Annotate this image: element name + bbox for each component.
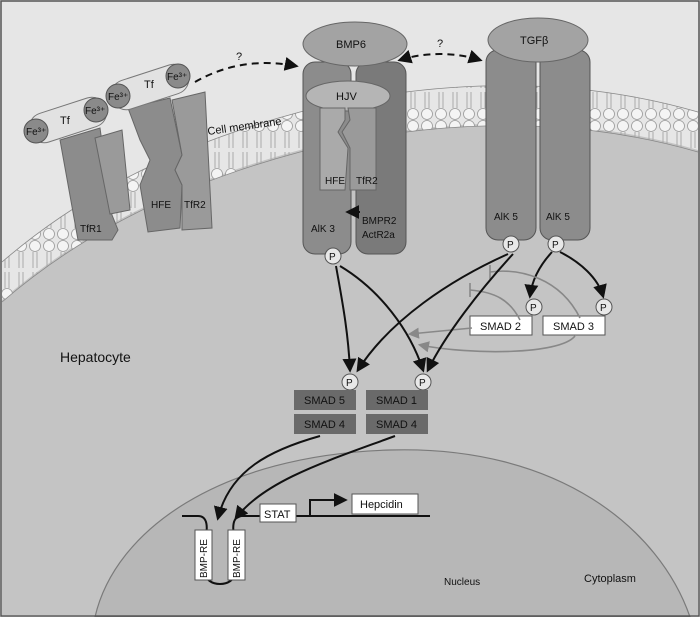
smad3-to-complex-arrow [417, 335, 576, 353]
alk3-label: AlK 3 [311, 224, 335, 235]
phospho-smad3: P [595, 298, 613, 316]
phospho-smad5: P [341, 373, 359, 391]
svg-text:P: P [419, 378, 426, 389]
nucleus-label: Nucleus [444, 577, 480, 588]
cytoplasm-label: Cytoplasm [584, 573, 636, 585]
fe-label: Fe³⁺ [26, 127, 46, 138]
smad1-box: SMAD 1 [366, 390, 428, 410]
phospho-alk5-right: P [547, 235, 565, 253]
svg-text:SMAD 4: SMAD 4 [304, 419, 345, 431]
alk3-to-smad5-arrow [335, 265, 357, 373]
dna-strand [182, 515, 430, 585]
hfe-tfr2-left [127, 91, 213, 233]
smad2-box: SMAD 2 [469, 315, 533, 336]
tf-label: Tf [144, 79, 155, 91]
smad4-right-box: SMAD 4 [366, 414, 428, 434]
crosstalk-arrow [397, 49, 483, 64]
alk5-to-smad1-arrow [426, 253, 514, 373]
phospho-smad2: P [525, 298, 543, 316]
bmpr2-label: BMPR2 [362, 216, 397, 227]
hfe-label: HFE [151, 200, 171, 211]
hepatocyte-label: Hepatocyte [60, 349, 131, 365]
fe-label: Fe³⁺ [85, 106, 105, 117]
smad-to-bmpre-left-arrow [213, 435, 321, 521]
tgfb-ligand [487, 17, 589, 63]
svg-text:SMAD 4: SMAD 4 [376, 419, 417, 431]
smad-to-bmpre-right-arrow [234, 435, 396, 521]
svg-text:P: P [552, 240, 559, 251]
tgfb-label: TGFβ [520, 35, 548, 47]
hjv-label: HJV [336, 91, 357, 103]
svg-text:SMAD 1: SMAD 1 [376, 395, 417, 407]
tf-label: Tf [60, 115, 71, 127]
hepcidin-gene-box: Hepcidin [351, 493, 419, 515]
question-mark: ? [236, 51, 242, 63]
smad2-to-complex-arrow [407, 327, 473, 339]
tfr1-label: TfR1 [80, 224, 102, 235]
svg-text:BMP-RE: BMP-RE [199, 539, 210, 578]
svg-text:BMP-RE: BMP-RE [232, 539, 243, 578]
bmp6-ligand [302, 21, 408, 67]
smad2-activation-arrow [524, 251, 553, 299]
question-mark: ? [437, 38, 443, 50]
alk5-label: AlK 5 [546, 212, 570, 223]
alk5-to-smad5-arrow [356, 253, 509, 373]
svg-text:P: P [329, 252, 336, 263]
bmp-re-left: BMP-RE [194, 529, 213, 581]
tfr2-label: TfR2 [356, 176, 378, 187]
alk3-to-smad1-arrow [339, 265, 427, 373]
svg-text:P: P [507, 240, 514, 251]
smad3-box: SMAD 3 [542, 315, 606, 336]
tfr2-label: TfR2 [184, 200, 206, 211]
fe-label: Fe³⁺ [167, 72, 187, 83]
iron-ion [165, 63, 191, 89]
stat-box: STAT [259, 503, 297, 523]
svg-text:Hepcidin: Hepcidin [360, 499, 403, 511]
actr2a-label: ActR2a [362, 230, 395, 241]
iron-ion [105, 83, 131, 109]
bmp6-signal-arrow [194, 57, 299, 83]
transferrin-left [23, 96, 109, 144]
transcription-start-arrow [309, 493, 348, 516]
phospho-alk3: P [324, 247, 342, 265]
smad3-activation-arrow [559, 251, 607, 299]
transferrin-right [105, 63, 191, 111]
alk5-label: AlK 5 [494, 212, 518, 223]
svg-text:P: P [530, 303, 537, 314]
smad5-box: SMAD 5 [294, 390, 356, 410]
iron-ion [23, 118, 49, 144]
svg-text:SMAD 2: SMAD 2 [480, 321, 521, 333]
inhibition-line [489, 270, 581, 319]
inhibition-line [469, 289, 521, 321]
svg-text:SMAD 5: SMAD 5 [304, 395, 345, 407]
phospho-smad1: P [414, 373, 432, 391]
svg-text:SMAD 3: SMAD 3 [553, 321, 594, 333]
bmp6-label: BMP6 [336, 39, 366, 51]
tfr1-receptor [59, 127, 131, 241]
bmp-receptor-complex [302, 21, 408, 255]
svg-text:P: P [600, 303, 607, 314]
iron-ion [83, 97, 109, 123]
smad4-left-box: SMAD 4 [294, 414, 356, 434]
fe-label: Fe³⁺ [108, 92, 128, 103]
hfe-label: HFE [325, 176, 345, 187]
phospho-alk5-left: P [502, 235, 520, 253]
bmp-re-right: BMP-RE [227, 529, 246, 581]
svg-text:P: P [346, 378, 353, 389]
tgfb-receptor-complex [485, 17, 591, 241]
svg-text:STAT: STAT [264, 509, 291, 521]
